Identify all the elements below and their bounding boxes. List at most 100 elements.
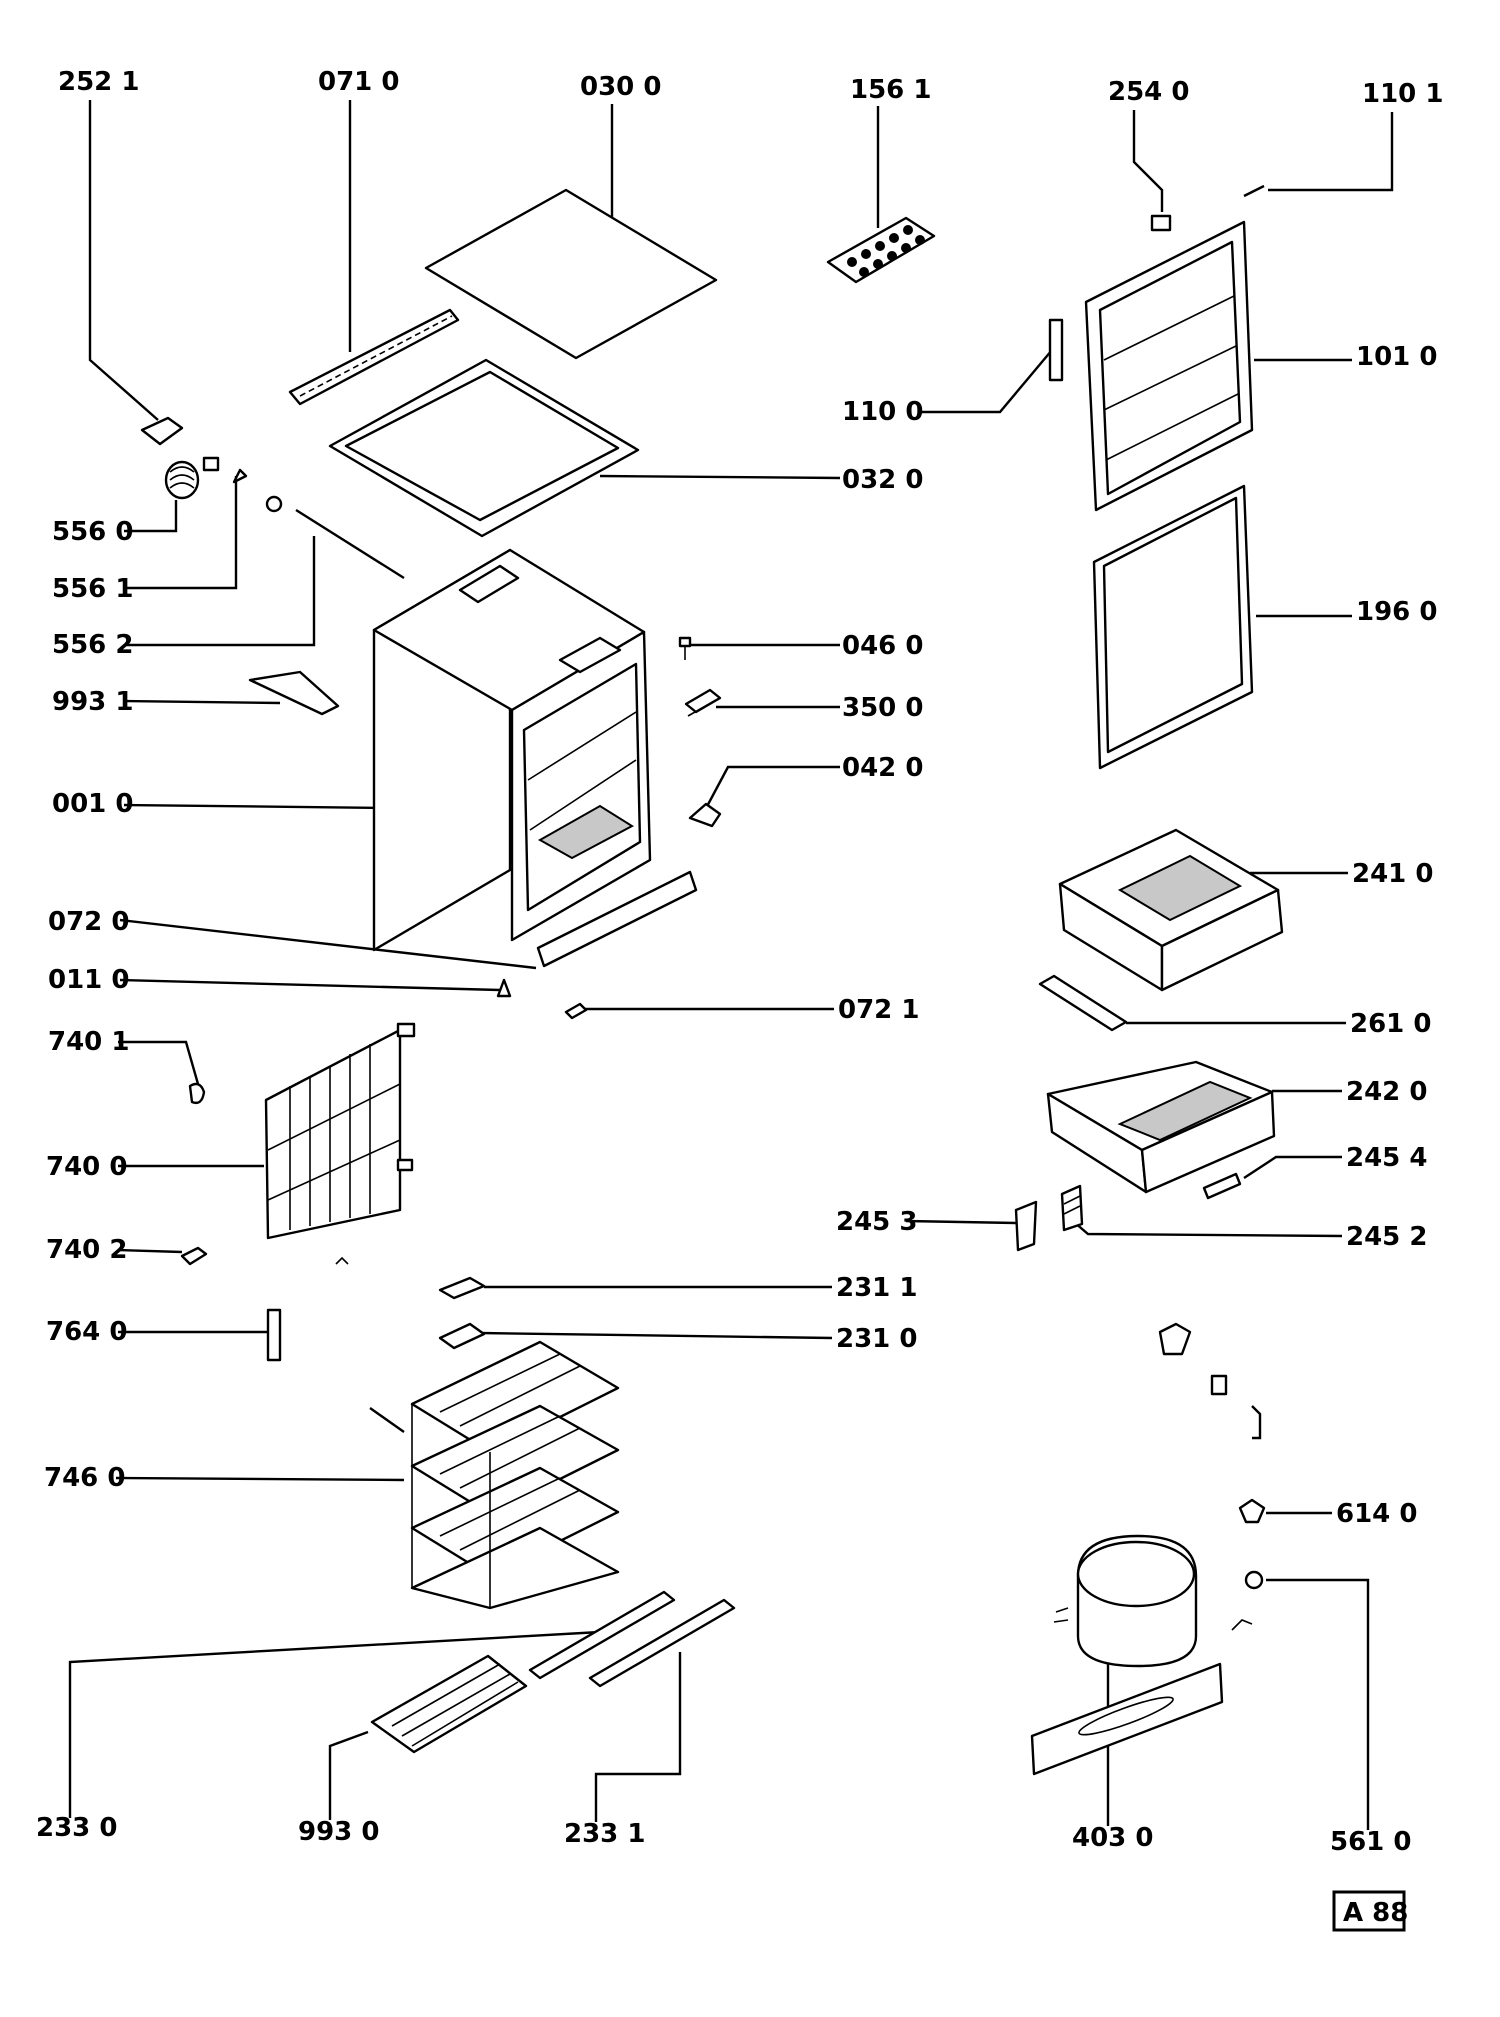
leader-252-1: [88, 100, 159, 421]
leader-561-0: [1266, 1578, 1370, 1830]
leader-746-0: [115, 1476, 405, 1482]
leader-993-1: [123, 699, 281, 705]
label-110-1: 110 1: [1362, 79, 1443, 109]
clip-icon: [1150, 214, 1172, 232]
parts: [140, 184, 1284, 1776]
lamp-cover-icon: [140, 416, 184, 446]
label-011-0: 011 0: [48, 965, 129, 995]
pipe-clip-icon: [180, 1246, 208, 1266]
label-245-4: 245 4: [1346, 1143, 1427, 1173]
pad-icon: [438, 1276, 486, 1300]
door-icon: [1084, 220, 1254, 512]
foot-icon: [688, 802, 722, 828]
top-frame-icon: [328, 358, 640, 538]
label-403-0: 403 0: [1072, 1823, 1153, 1853]
relay-icon: [1210, 1374, 1228, 1396]
bolt-icon: [678, 636, 692, 660]
relay-icon: [1158, 1322, 1192, 1356]
leader-lines: [68, 100, 1394, 1830]
thermostat-icon: [164, 456, 220, 500]
diagram-code: A 88: [1343, 1898, 1408, 1928]
label-233-1: 233 1: [564, 1819, 645, 1849]
leader-110-1: [1268, 112, 1394, 192]
diagram-code-badge: A 88: [1332, 1890, 1408, 1932]
label-046-0: 046 0: [842, 631, 923, 661]
label-001-0: 001 0: [52, 789, 133, 819]
screw-icon: [1243, 184, 1265, 198]
grommet-icon: [1244, 1570, 1264, 1590]
front-strip-icon: [1038, 974, 1128, 1032]
grommet-icon: [1231, 1619, 1253, 1631]
leader-072-0: [119, 918, 537, 970]
leader-556-1: [124, 476, 238, 590]
label-233-0: 233 0: [36, 1813, 117, 1843]
label-740-0: 740 0: [46, 1152, 127, 1182]
cap-icon: [265, 495, 283, 513]
clamp-icon: [188, 1082, 206, 1105]
leader-001-0: [123, 803, 391, 810]
label-072-1: 072 1: [838, 995, 919, 1025]
pad-icon: [438, 1322, 486, 1350]
label-241-0: 241 0: [1352, 859, 1433, 889]
leader-042-0: [702, 765, 840, 813]
leader-254-0: [1132, 110, 1164, 212]
label-072-0: 072 0: [48, 907, 129, 937]
leader-556-0: [124, 500, 178, 533]
evaporator-icon: [410, 1340, 620, 1610]
label-614-0: 614 0: [1336, 1499, 1417, 1529]
kick-strip-icon: [536, 870, 698, 968]
shelf-rail-icon: [588, 1598, 736, 1688]
hinge-icon: [1048, 318, 1064, 382]
rail-icon: [288, 308, 460, 406]
leader-993-0: [328, 1730, 369, 1820]
pipe-clip-icon: [335, 1256, 349, 1265]
label-556-2: 556 2: [52, 630, 133, 660]
label-254-0: 254 0: [1108, 77, 1189, 107]
label-252-1: 252 1: [58, 67, 139, 97]
label-032-0: 032 0: [842, 465, 923, 495]
label-071-0: 071 0: [318, 67, 399, 97]
label-764-0: 764 0: [46, 1317, 127, 1347]
label-746-0: 746 0: [44, 1463, 125, 1493]
label-993-0: 993 0: [298, 1817, 379, 1847]
leader-032-0: [599, 474, 841, 480]
bracket-icon: [248, 670, 340, 716]
label-556-0: 556 0: [52, 517, 133, 547]
gasket-icon: [1092, 484, 1254, 770]
label-350-0: 350 0: [842, 693, 923, 723]
plug-icon: [496, 978, 512, 998]
flap-icon: [1014, 1200, 1038, 1252]
leader-233-0: [68, 1630, 601, 1818]
worktop-icon: [424, 188, 718, 360]
leader-746-0-tick: [369, 1407, 405, 1433]
filter-drier-icon: [266, 1308, 282, 1362]
label-110-0: 110 0: [842, 397, 923, 427]
leader-245-4: [1243, 1155, 1342, 1180]
leader-233-1: [594, 1652, 682, 1822]
leader-556-2: [124, 536, 316, 647]
leader-740-1: [118, 1040, 200, 1085]
label-245-3: 245 3: [836, 1207, 917, 1237]
label-993-1: 993 1: [52, 687, 133, 717]
part-labels: 252 1 071 0 030 0 156 1 254 0 110 1 101 …: [36, 67, 1443, 1857]
label-196-0: 196 0: [1356, 597, 1437, 627]
drawer-icon: [1058, 828, 1284, 992]
label-556-1: 556 1: [52, 574, 133, 604]
label-231-0: 231 0: [836, 1324, 917, 1354]
pipe-clip-icon: [1251, 1405, 1262, 1440]
drawer-icon: [1046, 1060, 1276, 1194]
ice-tray-icon: [826, 216, 936, 284]
leader-011-0: [119, 978, 501, 992]
label-plate-icon: [1202, 1172, 1242, 1200]
relay-icon: [1238, 1498, 1266, 1524]
label-561-0: 561 0: [1330, 1827, 1411, 1857]
label-156-1: 156 1: [850, 75, 931, 105]
label-261-0: 261 0: [1350, 1009, 1431, 1039]
knob-icon: [232, 468, 248, 484]
hinge-plate-icon: [684, 688, 722, 717]
flap-hinge-icon: [1060, 1184, 1084, 1232]
small-clip-icon: [564, 1002, 588, 1020]
label-245-2: 245 2: [1346, 1222, 1427, 1252]
shelf-rail-icon: [528, 1590, 676, 1680]
